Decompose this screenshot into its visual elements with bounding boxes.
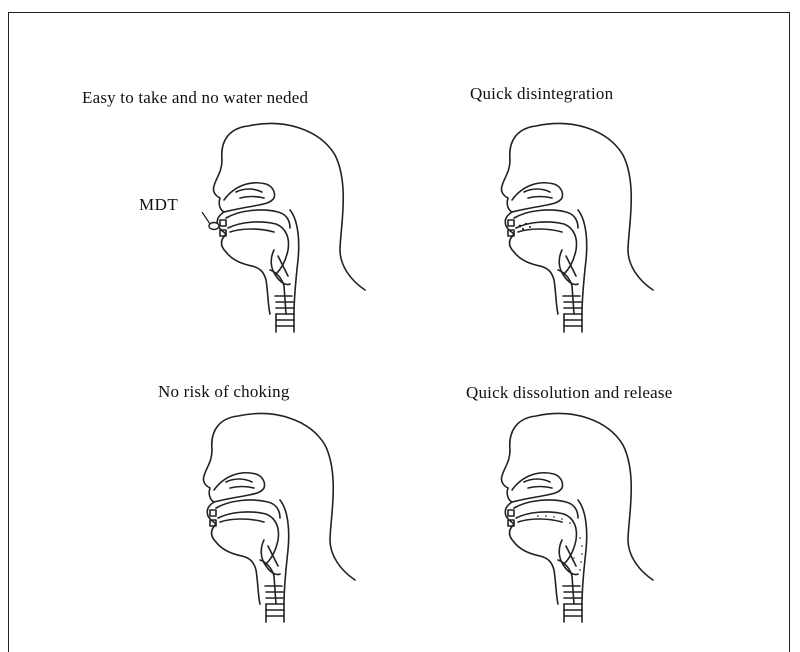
head-diagram-3	[180, 390, 400, 630]
mdt-tablet	[209, 223, 219, 230]
head-illustration-4	[478, 390, 698, 630]
head-diagram-2	[478, 100, 698, 340]
mdt-callout-label: MDT	[139, 195, 178, 215]
head-diagram-1	[190, 100, 410, 340]
head-illustration-3	[180, 390, 400, 630]
head-diagram-4	[478, 390, 698, 630]
head-illustration-1	[190, 100, 410, 340]
head-illustration-2	[478, 100, 698, 340]
mdt-callout-line	[202, 212, 210, 224]
